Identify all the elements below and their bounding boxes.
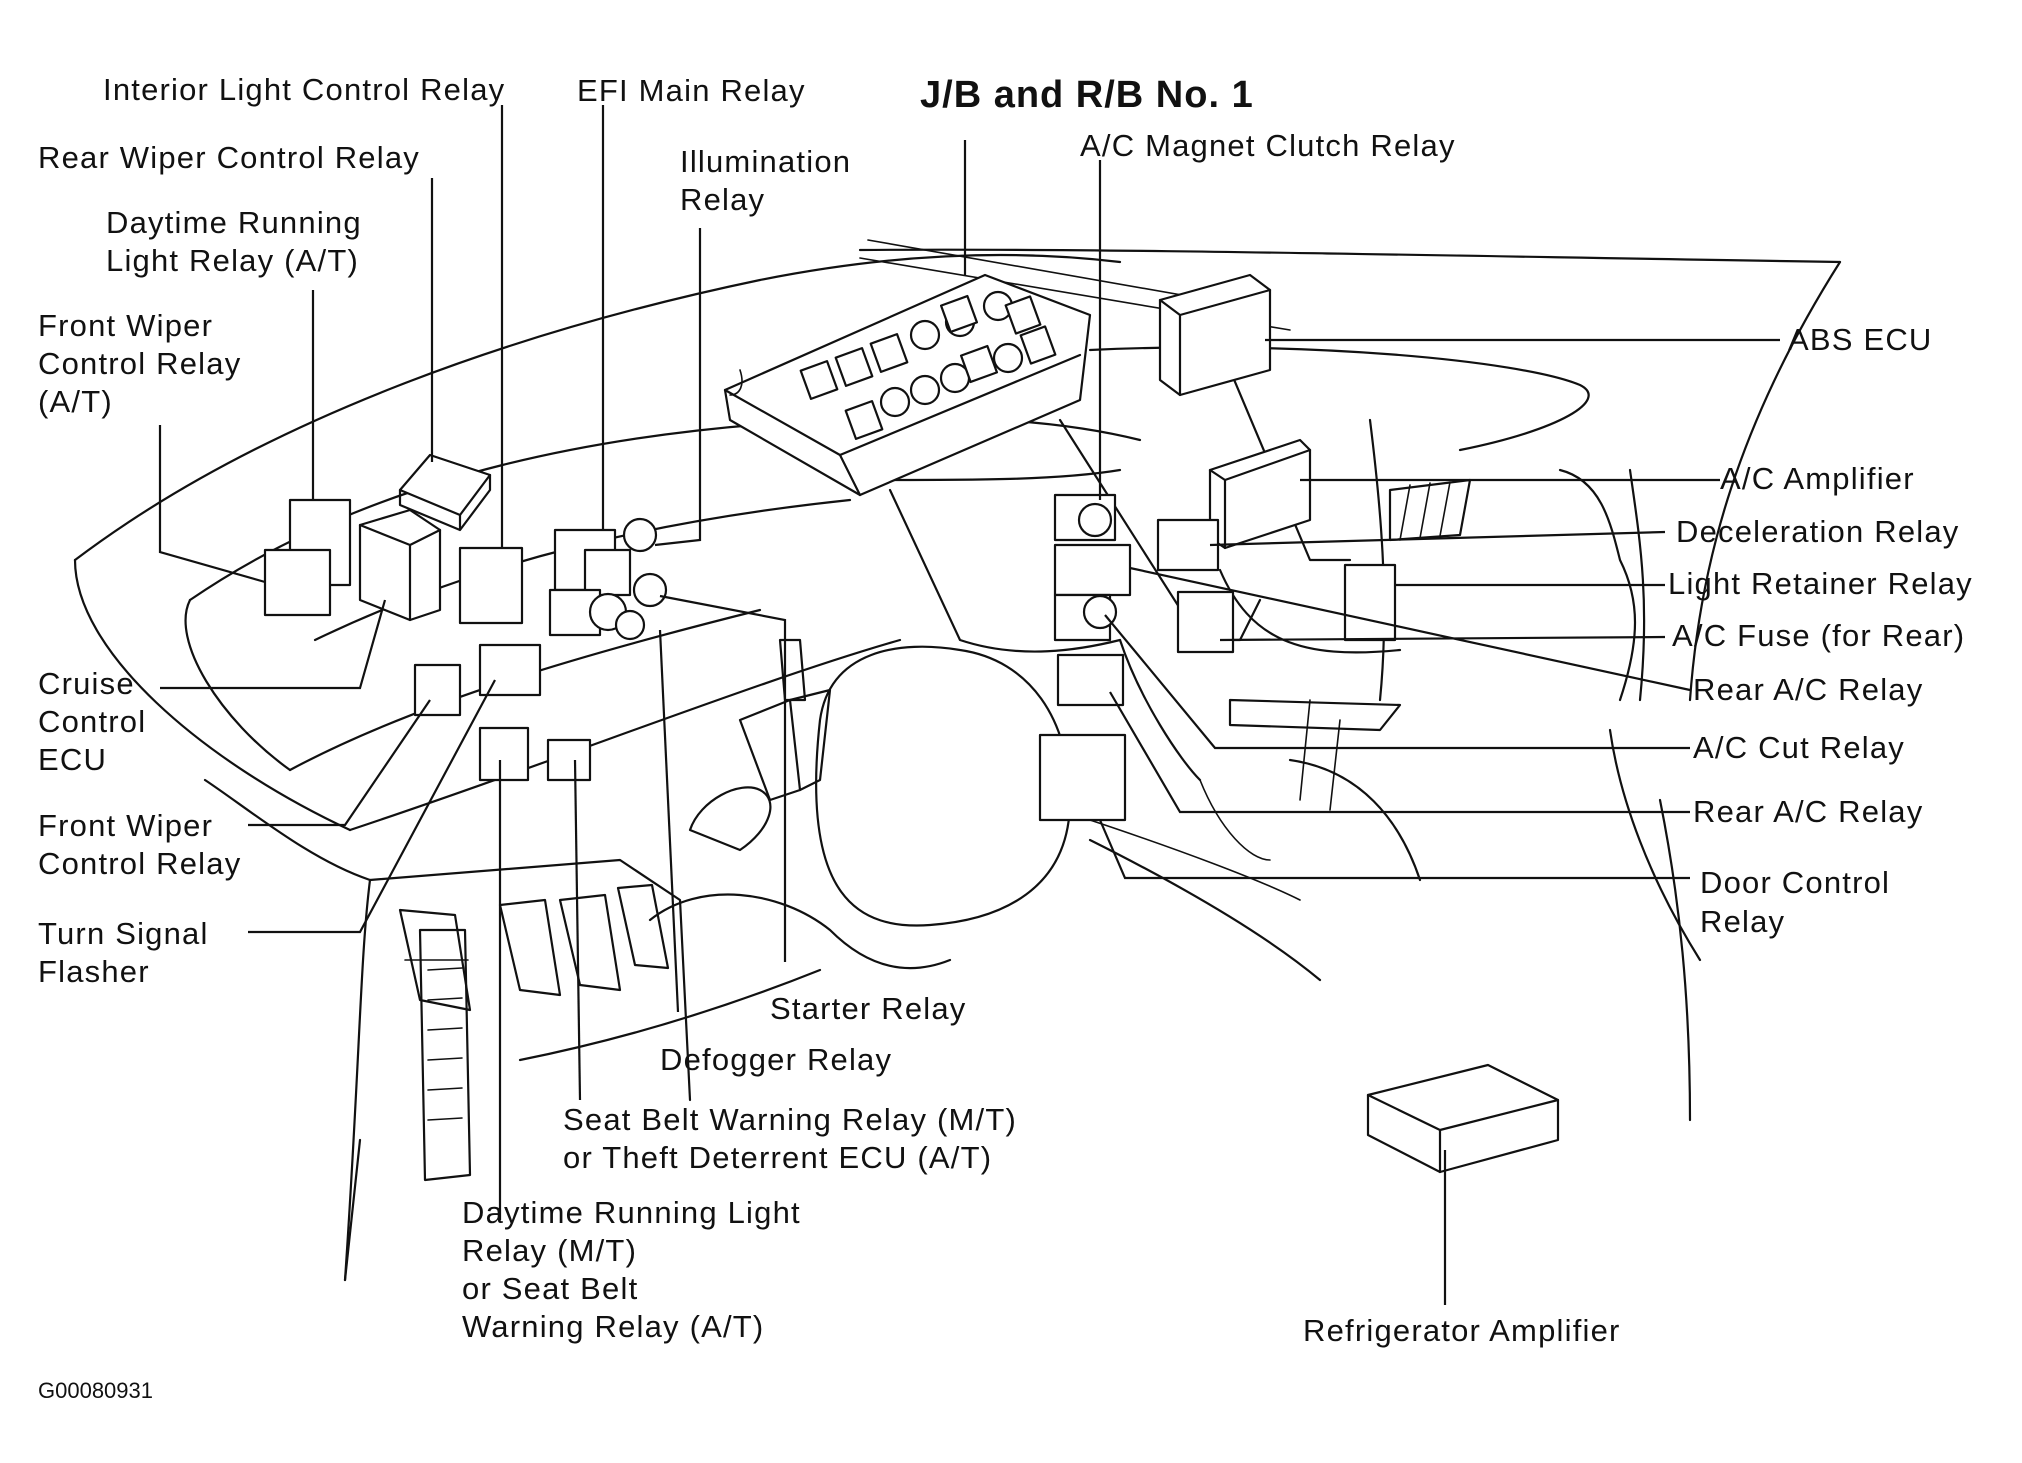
label-interior-light-control-relay: Interior Light Control Relay	[103, 72, 505, 107]
rear-ac-relay-1-box	[1053, 543, 1132, 597]
figure-code: G00080931	[38, 1378, 153, 1403]
label-ac-magnet-clutch-relay: A/C Magnet Clutch Relay	[1080, 128, 1456, 163]
label-deceleration-relay: Deceleration Relay	[1676, 514, 1960, 549]
leader-lines	[158, 105, 1780, 1305]
label-rear-ac-relay-1: Rear A/C Relay	[1693, 672, 1923, 707]
label-efi-main-relay: EFI Main Relay	[577, 73, 806, 108]
rear-wiper-control-relay-box	[398, 453, 492, 517]
door-control-relay-box	[1038, 733, 1127, 822]
label-ac-cut-relay: A/C Cut Relay	[1693, 730, 1905, 765]
label-ac-fuse-rear: A/C Fuse (for Rear)	[1672, 618, 1965, 653]
light-retainer-relay-box	[1343, 563, 1397, 642]
labels: J/B and R/B No. 1 Interior Light Control…	[38, 72, 1973, 1403]
seat-belt-warning-relay-mt-box	[546, 738, 592, 782]
cruise-control-ecu-box	[358, 508, 442, 622]
label-seat-belt-warning-relay-mt: Seat Belt Warning Relay (M/T)or Theft De…	[563, 1102, 1017, 1175]
label-rear-ac-relay-2: Rear A/C Relay	[1693, 794, 1923, 829]
components	[263, 273, 1560, 1174]
label-starter-relay: Starter Relay	[770, 991, 967, 1026]
label-light-retainer-relay: Light Retainer Relay	[1668, 566, 1973, 601]
label-ac-amplifier: A/C Amplifier	[1720, 461, 1915, 496]
junction-block-jb-rb-no1	[723, 273, 1092, 497]
front-wiper-control-relay-box	[413, 663, 462, 717]
interior-light-control-relay-box	[458, 546, 524, 625]
daytime-running-light-relay-mt-box	[478, 726, 530, 782]
label-refrigerator-amplifier: Refrigerator Amplifier	[1303, 1313, 1621, 1348]
label-rear-wiper-control-relay: Rear Wiper Control Relay	[38, 140, 420, 175]
refrigerator-amplifier-box	[1366, 1063, 1560, 1174]
deceleration-relay-box	[1156, 518, 1220, 572]
jb-relay-row	[799, 290, 1057, 440]
front-wiper-control-relay-at-box	[263, 548, 332, 617]
label-defogger-relay: Defogger Relay	[660, 1042, 892, 1077]
ac-fuse-rear-box	[1176, 590, 1235, 654]
efi-main-relay-cluster	[548, 517, 668, 641]
label-abs-ecu: ABS ECU	[1788, 322, 1933, 357]
turn-signal-flasher-box	[478, 643, 542, 697]
diagram-title: J/B and R/B No. 1	[920, 74, 1254, 116]
abs-ecu-box	[1158, 273, 1272, 397]
